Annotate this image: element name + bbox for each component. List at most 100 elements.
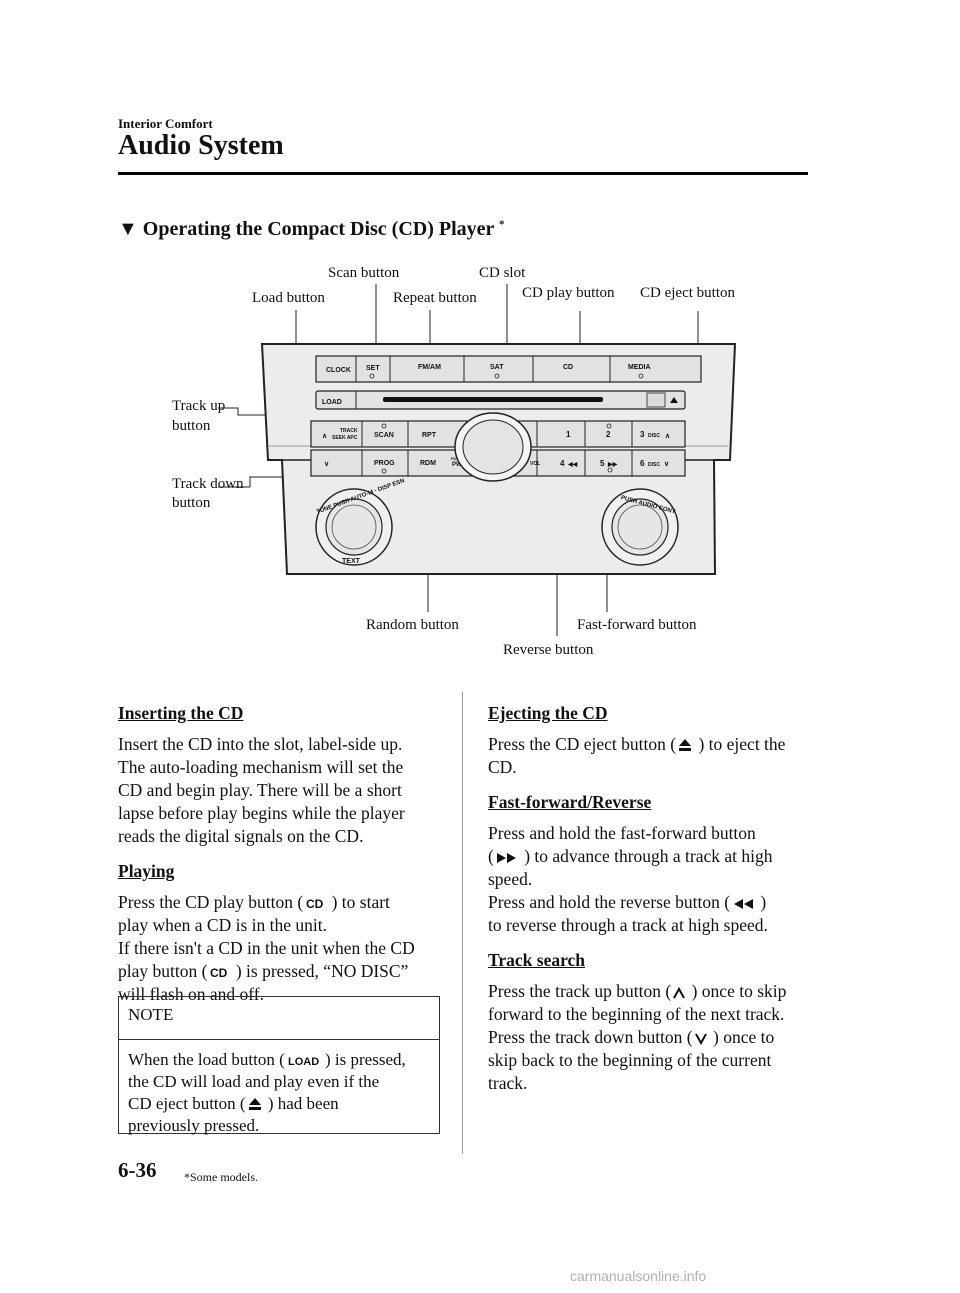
panel-rpt: RPT bbox=[422, 432, 437, 439]
panel-vol: VOL bbox=[530, 461, 540, 467]
callout-track-up-2: button bbox=[172, 418, 211, 434]
track-search-body: Press the track up button ( ) once to sk… bbox=[488, 980, 818, 1095]
panel-sat: SAT bbox=[490, 364, 504, 371]
text-span: play when a CD is in the unit. bbox=[118, 915, 328, 935]
panel-4: 4 bbox=[560, 459, 565, 468]
panel-prog: PROG bbox=[374, 460, 395, 467]
panel-disc-up-glyph: ∧ bbox=[665, 433, 670, 440]
top-button-row bbox=[315, 355, 702, 383]
right-column: Ejecting the CD Press the CD eject butto… bbox=[488, 702, 818, 1107]
text-span: Press and hold the reverse button ( bbox=[488, 892, 731, 912]
text-span: When the load button ( bbox=[128, 1050, 285, 1069]
text-span: forward to the beginning of the next tra… bbox=[488, 1004, 785, 1024]
column-divider bbox=[462, 692, 463, 1154]
callout-track-up-1: Track up bbox=[172, 398, 226, 414]
panel-rdm: RDM bbox=[420, 460, 436, 467]
text-span: will flash on and off. bbox=[118, 984, 264, 1004]
cd-slot bbox=[383, 397, 603, 402]
ejecting-body: Press the CD eject button ( ) to eject t… bbox=[488, 733, 818, 779]
text-span: to reverse through a track at high speed… bbox=[488, 915, 768, 935]
text-span: ) had been bbox=[263, 1094, 339, 1113]
inserting-line: lapse before play begins while the playe… bbox=[118, 803, 405, 823]
text-span: ) is pressed, “NO DISC” bbox=[231, 961, 409, 981]
panel-2: 2 bbox=[606, 430, 611, 439]
callout-cd-eject: CD eject button bbox=[640, 285, 735, 301]
callout-repeat: Repeat button bbox=[393, 290, 477, 306]
track-up-icon bbox=[673, 987, 686, 999]
eject-icon bbox=[670, 397, 678, 403]
callout-reverse: Reverse button bbox=[503, 642, 594, 658]
text-span: speed. bbox=[488, 869, 533, 889]
cd-logo bbox=[646, 392, 666, 408]
panel-track-up-glyph: ∧ bbox=[322, 433, 327, 440]
callout-random: Random button bbox=[366, 617, 459, 633]
panel-text: TEXT bbox=[342, 558, 361, 565]
cd-play-icon: CD bbox=[306, 897, 324, 910]
text-span: ( bbox=[488, 846, 494, 866]
text-span: the CD will load and play even if the bbox=[128, 1072, 380, 1091]
inserting-line: reads the digital signals on the CD. bbox=[118, 826, 364, 846]
text-span: Press and hold the fast-forward button bbox=[488, 823, 756, 843]
panel-cd: CD bbox=[563, 364, 573, 371]
footnote-text: Some models. bbox=[190, 1170, 258, 1184]
text-span: Press the CD eject button ( bbox=[488, 734, 677, 754]
text-span: If there isn't a CD in the unit when the… bbox=[118, 938, 415, 958]
subheading-marker: ▼ bbox=[118, 218, 138, 240]
panel-1: 1 bbox=[566, 430, 571, 439]
panel-disc-down-glyph: ∨ bbox=[664, 461, 669, 468]
track-search-heading: Track search bbox=[488, 950, 586, 970]
subheading-asterisk: * bbox=[499, 218, 505, 231]
page-number: 6-36 bbox=[118, 1158, 157, 1182]
ffrev-body: Press and hold the fast-forward button (… bbox=[488, 822, 818, 937]
rewind-glyph: ◀◀ bbox=[567, 461, 578, 468]
panel-media: MEDIA bbox=[628, 364, 651, 371]
footnote: *Some models. bbox=[184, 1170, 258, 1185]
subheading: ▼ Operating the Compact Disc (CD) Player… bbox=[118, 218, 505, 241]
text-span: ) bbox=[756, 892, 767, 912]
fast-forward-icon bbox=[496, 853, 516, 863]
callout-track-down-1: Track down bbox=[172, 476, 244, 492]
reverse-icon bbox=[734, 899, 754, 909]
panel-track: TRACK bbox=[340, 428, 358, 434]
inserting-line: The auto-loading mechanism will set the bbox=[118, 757, 404, 777]
text-span: ) once to bbox=[708, 1027, 775, 1047]
text-span: CD. bbox=[488, 757, 517, 777]
text-span: ) to eject the bbox=[694, 734, 786, 754]
callout-cd-play: CD play button bbox=[522, 285, 615, 301]
callout-load: Load button bbox=[252, 290, 325, 306]
subheading-text: Operating the Compact Disc (CD) Player bbox=[142, 218, 495, 240]
panel-5: 5 bbox=[600, 459, 605, 468]
callout-cd-slot: CD slot bbox=[479, 265, 526, 281]
audio-knob: PUSH AUDIO CONT bbox=[601, 488, 679, 566]
title-rule bbox=[118, 172, 808, 175]
audio-unit-illustration: CLOCK SET FM/AM SAT CD MEDIA LOAD ∧ TRAC… bbox=[218, 284, 737, 636]
panel-disc-down: DISC bbox=[648, 462, 660, 468]
inserting-body: Insert the CD into the slot, label-side … bbox=[118, 733, 448, 848]
text-span: track. bbox=[488, 1073, 528, 1093]
cd-play-icon: CD bbox=[210, 966, 228, 979]
forward-glyph: ▶▶ bbox=[607, 461, 618, 468]
panel-track-down-glyph: ∨ bbox=[324, 461, 329, 468]
panel-pwr: PWR bbox=[452, 462, 467, 468]
left-column: Inserting the CD Insert the CD into the … bbox=[118, 702, 448, 1018]
note-body: When the load button (LOAD ) is pressed,… bbox=[128, 1049, 434, 1137]
panel-scan: SCAN bbox=[374, 432, 394, 439]
panel-clock: CLOCK bbox=[326, 367, 351, 374]
eject-icon bbox=[248, 1098, 261, 1110]
inserting-line: CD and begin play. There will be a short bbox=[118, 780, 402, 800]
panel-seek-apc: SEEK APC bbox=[332, 435, 358, 441]
watermark: carmanualsonline.info bbox=[570, 1268, 707, 1284]
inserting-line: Insert the CD into the slot, label-side … bbox=[118, 734, 403, 754]
callout-track-down-2: button bbox=[172, 495, 211, 511]
inserting-heading: Inserting the CD bbox=[118, 703, 244, 723]
ffrev-heading: Fast-forward/Reverse bbox=[488, 792, 652, 812]
playing-body: Press the CD play button (CD ) to start … bbox=[118, 891, 448, 1006]
panel-disc-up: DISC bbox=[648, 433, 660, 439]
text-span: Press the track up button ( bbox=[488, 981, 672, 1001]
text-span: play button ( bbox=[118, 961, 208, 981]
track-down-icon bbox=[694, 1033, 707, 1045]
section-label: Interior Comfort bbox=[118, 116, 213, 131]
callout-scan: Scan button bbox=[328, 265, 400, 281]
eject-icon bbox=[679, 739, 692, 751]
ejecting-heading: Ejecting the CD bbox=[488, 703, 608, 723]
